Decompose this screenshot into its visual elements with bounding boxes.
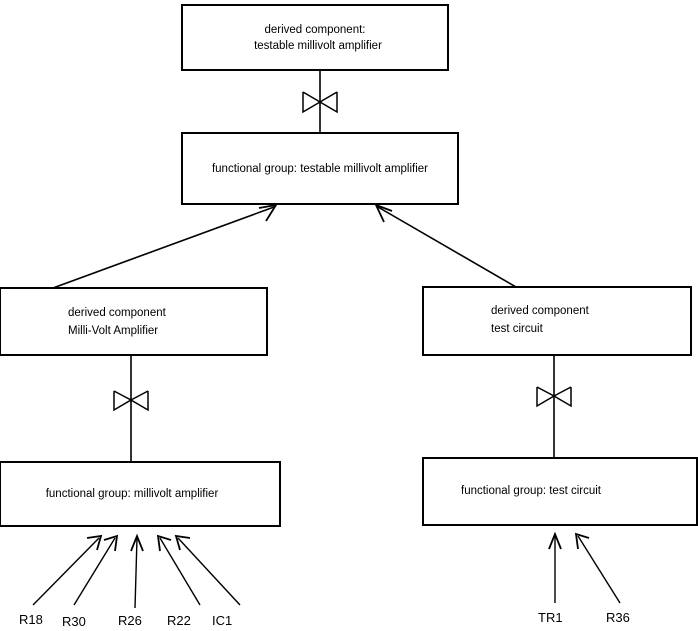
leaf-label-tr1: TR1 bbox=[538, 610, 563, 625]
box-line-1: functional group: testable millivolt amp… bbox=[212, 163, 428, 175]
connector-assoc-right-diagonal bbox=[377, 206, 517, 288]
open-arrowhead-tr1 bbox=[548, 531, 562, 550]
open-arrowhead-ic1 bbox=[174, 534, 191, 551]
connector-leaf-r36 bbox=[577, 535, 621, 604]
open-arrowhead-r18 bbox=[86, 534, 103, 551]
box-fg-test-circuit[interactable]: functional group: test circuit bbox=[422, 457, 698, 526]
leaf-label-ic1: IC1 bbox=[212, 613, 232, 628]
box-line-1: derived component bbox=[491, 305, 590, 317]
box-fg-millivolt-amplifier[interactable]: functional group: millivolt amplifier bbox=[0, 461, 281, 527]
connector-leaf-r18 bbox=[32, 537, 100, 606]
box-line-2: test circuit bbox=[491, 323, 544, 335]
box-line-1: derived component bbox=[68, 307, 167, 319]
box-derived-milli-volt-amplifier[interactable]: derived component Milli-Volt Amplifier bbox=[0, 287, 268, 356]
open-arrowhead-r26 bbox=[130, 533, 144, 552]
box-line-2: testable millivolt amplifier bbox=[254, 40, 382, 52]
open-arrowhead-r30 bbox=[103, 534, 119, 552]
leaf-label-r22: R22 bbox=[167, 613, 191, 628]
open-arrowhead-r22 bbox=[156, 534, 172, 552]
leaf-label-r26: R26 bbox=[118, 613, 142, 628]
leaf-label-r36: R36 bbox=[606, 610, 630, 625]
leaf-label-r18: R18 bbox=[19, 612, 43, 627]
leaf-label-r30: R30 bbox=[62, 614, 86, 629]
box-derived-test-circuit[interactable]: derived component test circuit bbox=[422, 286, 692, 356]
connector-leaf-r30 bbox=[73, 537, 116, 606]
box-line-1: functional group: millivolt amplifier bbox=[46, 488, 219, 500]
bowtie-connector-right bbox=[536, 386, 572, 408]
open-arrowhead-r36 bbox=[574, 532, 590, 550]
connector-leaf-r22 bbox=[159, 537, 201, 606]
bowtie-connector-top bbox=[302, 91, 338, 114]
connector-leaf-r26 bbox=[134, 537, 138, 609]
box-line-1: functional group: test circuit bbox=[461, 485, 602, 497]
box-line-2: Milli-Volt Amplifier bbox=[68, 325, 158, 337]
bowtie-connector-left bbox=[113, 390, 149, 412]
box-line-1: derived component: bbox=[264, 24, 365, 36]
connector-leaf-ic1 bbox=[177, 537, 241, 606]
open-arrowhead-left bbox=[258, 203, 278, 222]
box-derived-testable-millivolt-amplifier[interactable]: derived component: testable millivolt am… bbox=[181, 4, 449, 71]
connector-assoc-left-diagonal bbox=[52, 206, 275, 289]
box-fg-testable-millivolt-amplifier[interactable]: functional group: testable millivolt amp… bbox=[181, 132, 459, 205]
